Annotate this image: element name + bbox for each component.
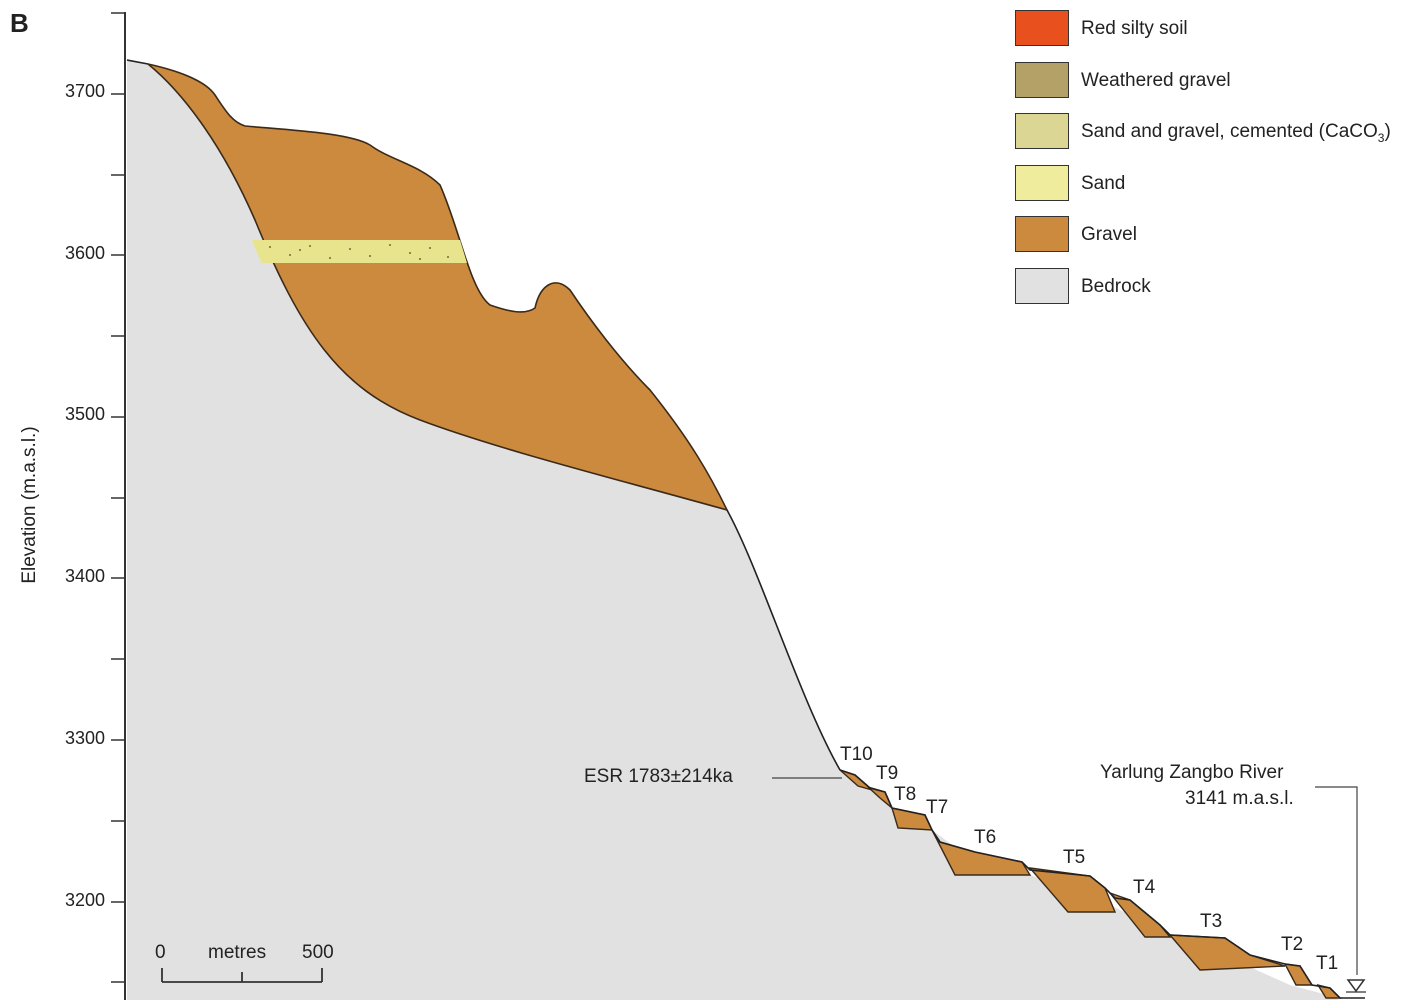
sand-band — [252, 240, 467, 263]
terrace-label-t10: T10 — [840, 744, 873, 765]
y-axis-ticks — [111, 12, 125, 983]
terrace-label-t8: T8 — [894, 784, 917, 805]
terrace-label-t2: T2 — [1281, 934, 1304, 955]
y-tick-label: 3700 — [64, 81, 105, 101]
y-tick-label: 3600 — [64, 243, 105, 263]
y-tick-label: 3200 — [64, 890, 105, 910]
legend-label: Weathered gravel — [1081, 69, 1231, 91]
legend-label: Bedrock — [1081, 275, 1151, 297]
legend-label-suffix: ) — [1384, 121, 1391, 142]
legend-label-cemented: Sand and gravel, cemented (CaCO3) — [1081, 121, 1391, 145]
terrace-label-t5: T5 — [1063, 847, 1086, 868]
river-elevation-label: 3141 m.a.s.l. — [1185, 788, 1294, 809]
y-tick-label: 3400 — [64, 566, 105, 586]
sand-band-dots — [269, 244, 449, 260]
esr-date-label: ESR 1783±214ka — [584, 766, 733, 787]
y-tick-label: 3300 — [64, 728, 105, 748]
bedrock-area — [127, 60, 1340, 1000]
legend-label: Sand — [1081, 172, 1126, 194]
river-name-label: Yarlung Zangbo River — [1100, 762, 1284, 783]
terrace-label-t3: T3 — [1200, 911, 1223, 932]
terrace-deposit-t2 — [1283, 963, 1314, 986]
y-tick-label: 3500 — [64, 404, 105, 424]
gravel-deposit-upper — [147, 63, 729, 512]
legend-label: Sand and gravel, cemented (CaCO — [1081, 121, 1378, 142]
legend-swatch — [1015, 267, 1069, 304]
slope-outline — [126, 59, 841, 771]
terrace-label-t9: T9 — [876, 763, 899, 784]
river-level-icon — [1346, 979, 1366, 993]
terrace-label-t7: T7 — [926, 797, 949, 818]
legend-swatch — [1015, 61, 1069, 98]
legend-swatch — [1015, 113, 1069, 149]
y-axis-label: Elevation (m.a.s.l.) — [19, 426, 40, 584]
legend-swatch — [1015, 10, 1069, 46]
scale-bar-end: 500 — [302, 942, 334, 963]
scale-bar-unit: metres — [208, 942, 267, 963]
scale-bar — [161, 968, 323, 983]
legend-label: Red silty soil — [1081, 18, 1188, 39]
river-leader-line — [1315, 786, 1358, 975]
legend-swatch — [1015, 164, 1069, 201]
terrace-label-t6: T6 — [974, 827, 997, 848]
legend-swatch — [1015, 216, 1069, 252]
scale-bar-start: 0 — [155, 942, 166, 963]
terrace-label-t4: T4 — [1133, 877, 1156, 898]
legend-label-subscript: 3 — [1377, 130, 1385, 145]
terrace-label-t1: T1 — [1316, 953, 1339, 974]
terrace-surface-line — [839, 769, 1365, 999]
legend-label: Gravel — [1081, 224, 1137, 245]
panel-letter: B — [10, 8, 29, 38]
